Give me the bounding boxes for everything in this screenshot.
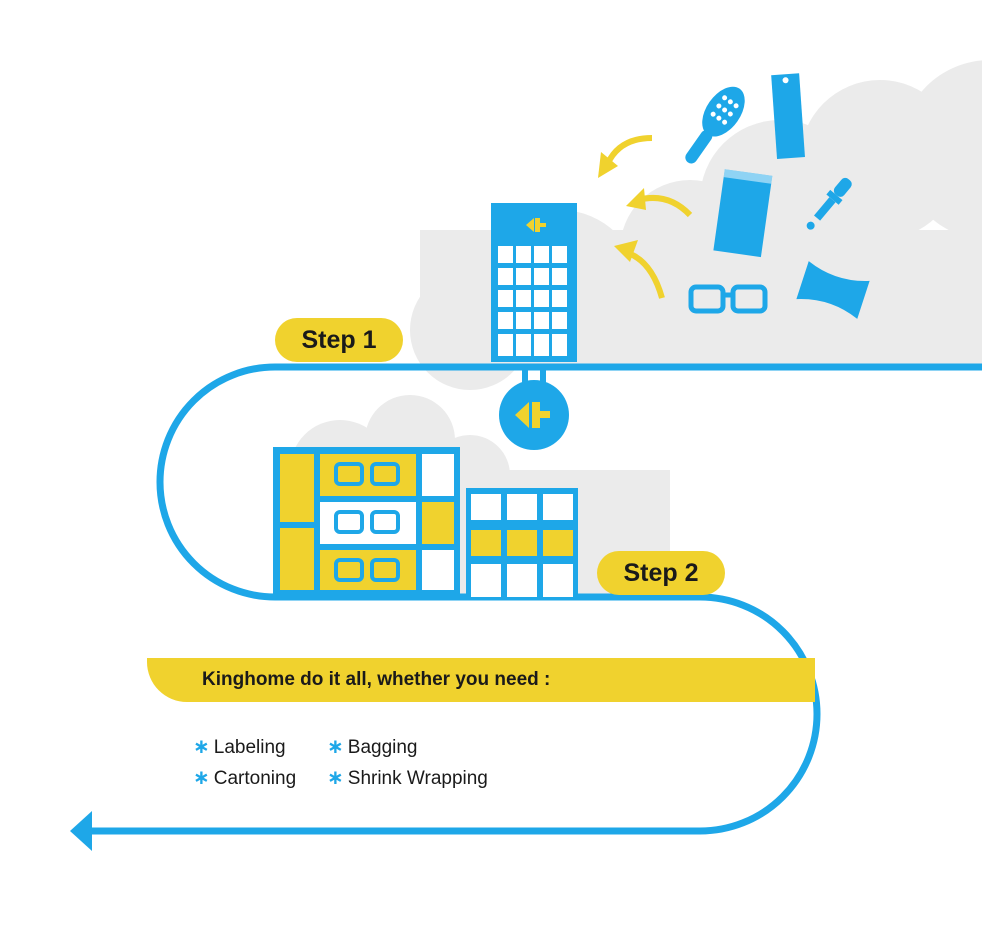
arrow-left-icon bbox=[70, 811, 92, 851]
box-icon bbox=[713, 169, 773, 258]
service-label: Cartoning bbox=[213, 768, 297, 789]
service-item: ∗Cartoning bbox=[193, 766, 296, 791]
service-label: Labeling bbox=[213, 737, 286, 758]
pillow-box-icon bbox=[796, 261, 870, 319]
banner-text: Kinghome do it all, whether you need : bbox=[202, 669, 551, 690]
warehouse-shelf-icon bbox=[273, 447, 578, 597]
step-2-label: Step 2 bbox=[597, 551, 725, 595]
factory-building-icon bbox=[491, 203, 577, 362]
logo-badge-icon bbox=[499, 367, 569, 450]
step-1-label: Step 1 bbox=[275, 318, 403, 362]
service-item: ∗Labeling bbox=[193, 735, 286, 760]
hairbrush-icon bbox=[685, 86, 745, 164]
service-label: Bagging bbox=[347, 737, 418, 758]
services-banner: Kinghome do it all, whether you need : bbox=[147, 658, 815, 702]
glasses-icon bbox=[688, 284, 768, 314]
asterisk-icon: ∗ bbox=[327, 736, 344, 758]
asterisk-icon: ∗ bbox=[193, 736, 210, 758]
service-item: ∗Bagging bbox=[327, 735, 418, 760]
asterisk-icon: ∗ bbox=[327, 767, 344, 789]
spray-bottle-icon bbox=[771, 73, 805, 160]
arrow-heads bbox=[598, 152, 646, 262]
asterisk-icon: ∗ bbox=[193, 767, 210, 789]
service-label: Shrink Wrapping bbox=[347, 768, 488, 789]
service-item: ∗Shrink Wrapping bbox=[327, 766, 488, 791]
dropper-icon bbox=[806, 177, 852, 230]
